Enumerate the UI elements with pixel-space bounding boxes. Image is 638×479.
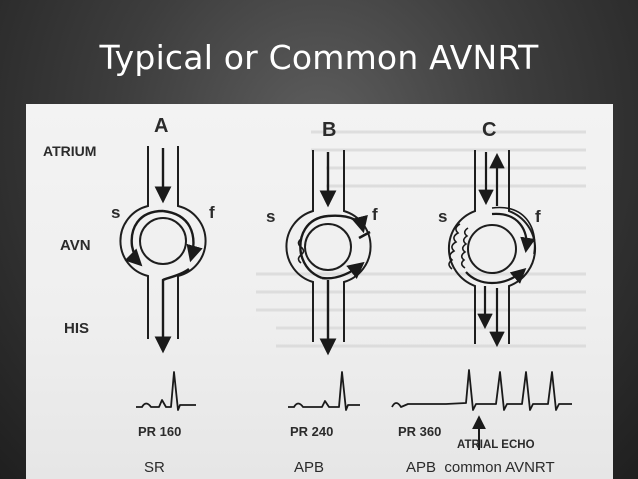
pr-label-c: PR 360	[398, 424, 441, 439]
avnrt-diagram: ATRIUM AVN HIS A s f B s f	[43, 115, 586, 476]
pr-label-a: PR 160	[138, 424, 181, 439]
panel-b-slow-label: s	[266, 207, 275, 226]
panel-a-letter: A	[154, 115, 168, 137]
panel-c-letter: C	[482, 119, 496, 141]
panel-c-slow-path-squiggle-inner	[460, 227, 469, 269]
avn-label: AVN	[60, 237, 91, 254]
panel-c-outer-loop	[491, 206, 536, 255]
panel-b-fast-path-block-arrow	[327, 214, 368, 234]
panel-b: B s f	[266, 119, 378, 356]
panel-b-letter: B	[322, 119, 336, 141]
rhythm-label-b: APB	[294, 459, 324, 476]
panel-a-conduction-paths	[124, 148, 203, 354]
panel-a-fast-label: f	[209, 203, 215, 222]
panel-b-slow-path-squiggle	[297, 238, 305, 264]
rhythm-label-c: APB common AVNRT	[406, 459, 555, 476]
panel-c-fast-path-arrow	[491, 212, 536, 254]
avnrt-diagram-photo: ATRIUM AVN HIS A s f B s f	[26, 104, 613, 479]
rhythm-label-a: SR	[144, 459, 165, 476]
panel-b-fast-path-block-bar	[358, 230, 371, 240]
panel-a-his-output-arrow	[154, 268, 190, 354]
panel-c-fast-label: f	[535, 207, 541, 226]
panel-b-retrograde-arrow	[321, 261, 365, 280]
panel-c-conduction-paths	[448, 152, 536, 348]
panel-a: A s f	[111, 115, 215, 354]
panel-c: C s f	[438, 119, 541, 348]
panel-a-fast-path-arrow	[162, 209, 203, 263]
his-label: HIS	[64, 320, 89, 337]
pr-label-b: PR 240	[290, 424, 333, 439]
panel-c-retrograde-arrow	[465, 267, 527, 284]
atrial-echo-label: ATRIAL ECHO	[457, 439, 535, 451]
ecg-strip-sr	[136, 371, 196, 411]
panel-b-fast-label: f	[372, 205, 378, 224]
panel-c-slow-label: s	[438, 207, 447, 226]
panel-c-slow-path-squiggle-outer	[448, 223, 461, 270]
ecg-strip-apb	[288, 371, 360, 411]
ecg-strips	[136, 369, 572, 450]
atrium-label: ATRIUM	[43, 143, 96, 159]
panel-a-node-outline	[119, 146, 207, 339]
panel-a-slow-label: s	[111, 203, 120, 222]
panel-b-conduction-paths	[297, 152, 371, 356]
slide-title: Typical or Common AVNRT	[99, 38, 539, 77]
background-text-bleed	[256, 130, 586, 348]
panel-c-node-outline	[448, 150, 536, 344]
panel-a-slow-path-arrow	[124, 209, 164, 267]
ecg-strip-avnrt	[391, 369, 572, 411]
